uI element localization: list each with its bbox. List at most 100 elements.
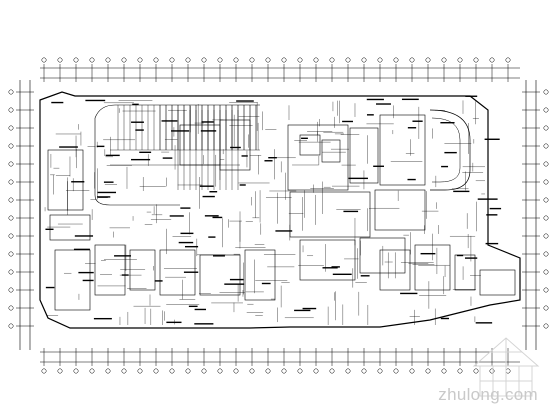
axis-bubble-bottom: [473, 368, 479, 374]
axis-bubble-left: [8, 143, 14, 149]
axis-bubble-top: [265, 57, 271, 63]
annotation-mark: [212, 216, 223, 219]
axis-bubble-top: [425, 57, 431, 63]
axis-bubble-top: [345, 57, 351, 63]
annotation-mark: [264, 160, 273, 162]
annotation-mark: [456, 254, 464, 257]
annotation-mark: [51, 101, 64, 104]
annotation-mark: [343, 210, 359, 213]
mep-lines: [44, 100, 485, 325]
axis-bubble-top: [281, 57, 287, 63]
annotation-mark: [331, 266, 340, 268]
ramp-curve: [94, 104, 260, 119]
annotation-mark: [412, 120, 423, 122]
axis-bubble-top: [233, 57, 239, 63]
axis-bubble-top: [313, 57, 319, 63]
annotation-mark: [114, 255, 132, 257]
room-block: [299, 239, 356, 281]
annotation-mark: [241, 155, 248, 157]
annotation-mark: [73, 248, 90, 251]
axis-bubble-top: [377, 57, 383, 63]
axis-bubble-bottom: [105, 368, 111, 374]
annotation-mark: [171, 130, 190, 132]
axis-bubble-left: [8, 323, 14, 329]
axis-bubble-right: [543, 89, 549, 95]
axis-bubble-right: [543, 143, 549, 149]
annotation-mark: [199, 185, 214, 187]
annotation-mark: [202, 195, 215, 198]
axis-bubble-bottom: [137, 368, 143, 374]
room-block: [321, 139, 341, 163]
axis-bubble-bottom: [457, 368, 463, 374]
building-outline: [39, 91, 521, 329]
annotation-mark: [268, 157, 277, 159]
axis-bubble-top: [185, 57, 191, 63]
axis-bubble-left: [8, 215, 14, 221]
axis-bubble-top: [89, 57, 95, 63]
annotation-mark: [82, 279, 94, 282]
annotation-mark: [204, 215, 219, 217]
axis-bubble-bottom: [73, 368, 79, 374]
annotation-mark: [373, 165, 384, 167]
room-block: [49, 214, 91, 241]
axis-bubble-bottom: [153, 368, 159, 374]
axis-bubble-top: [105, 57, 111, 63]
axis-bubble-top: [361, 57, 367, 63]
room-block: [379, 114, 426, 186]
axis-bubble-bottom: [249, 368, 255, 374]
annotation-mark: [139, 151, 152, 154]
axis-bubble-bottom: [377, 368, 383, 374]
annotation-mark: [301, 137, 308, 140]
axis-bubble-left: [8, 89, 14, 95]
axis-bubble-top: [441, 57, 447, 63]
axis-bubble-bottom: [361, 368, 367, 374]
axis-bubble-right: [543, 197, 549, 203]
annotation-mark: [184, 245, 199, 248]
axis-bubble-bottom: [217, 368, 223, 374]
axis-bubble-bottom: [57, 368, 63, 374]
axis-bubble-bottom: [409, 368, 415, 374]
annotation-mark: [302, 307, 317, 310]
annotation-mark: [131, 121, 144, 123]
annotation-mark: [178, 241, 194, 244]
axis-bubble-top: [137, 57, 143, 63]
annotation-mark: [213, 255, 225, 257]
annotation-mark: [275, 230, 293, 232]
annotation-mark: [103, 181, 114, 183]
axis-bubble-right: [543, 233, 549, 239]
annotation-mark: [224, 283, 245, 285]
axis-bubble-top: [393, 57, 399, 63]
annotation-mark: [401, 98, 419, 101]
axis-bubble-right: [543, 107, 549, 113]
axis-bubble-top: [153, 57, 159, 63]
axis-bubble-bottom: [297, 368, 303, 374]
annotation-mark: [348, 177, 368, 180]
room-block: [289, 191, 371, 238]
annotation-mark: [201, 121, 214, 123]
parking-stalls: [110, 105, 260, 190]
annotation-mark: [464, 257, 478, 259]
room-block: [454, 254, 476, 291]
zhulong-house-icon: [472, 337, 540, 397]
ramp-loop-right: [429, 109, 471, 191]
annotation-mark: [180, 207, 191, 209]
axis-bubble-top: [121, 57, 127, 63]
axis-bubble-bottom: [121, 368, 127, 374]
axis-bubble-left: [8, 233, 14, 239]
axis-bubble-top: [505, 57, 511, 63]
annotation-mark: [200, 130, 217, 132]
annotation-mark: [485, 242, 499, 245]
axis-bubble-top: [201, 57, 207, 63]
room-block: [287, 124, 349, 191]
axis-bubble-top: [297, 57, 303, 63]
annotation-mark: [440, 122, 455, 124]
axis-bubble-right: [543, 215, 549, 221]
room-block: [199, 254, 241, 296]
annotation-mark: [209, 191, 218, 193]
annotation-mark: [105, 154, 120, 157]
annotation-mark: [376, 103, 391, 105]
axis-bubble-bottom: [185, 368, 191, 374]
annotation-mark: [407, 127, 417, 129]
annotation-mark: [71, 181, 85, 183]
